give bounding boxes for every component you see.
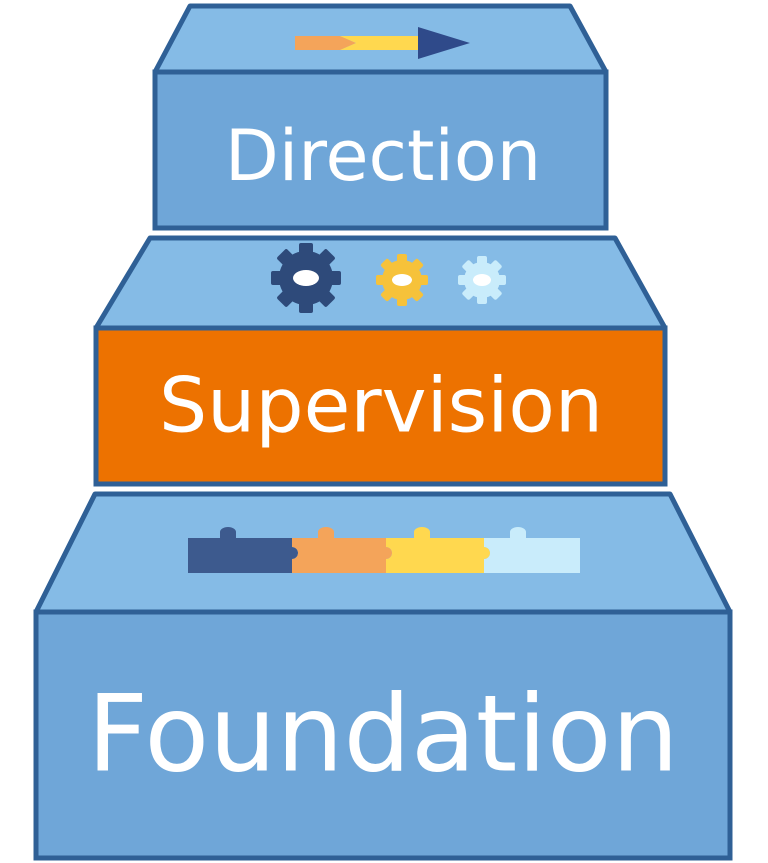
puzzle-piece-orange <box>292 527 392 573</box>
foundation-front-face <box>33 609 733 861</box>
direction-label: Direction <box>225 115 541 197</box>
step-direction: Direction <box>152 3 609 231</box>
gear-light-icon <box>458 256 506 304</box>
arrow-body-yellow <box>340 36 420 50</box>
supervision-label: Supervision <box>159 361 603 450</box>
puzzle-piece-light <box>484 527 580 573</box>
puzzle-pieces-icon <box>188 527 580 573</box>
foundation-label: Foundation <box>87 673 679 796</box>
step-foundation: Foundation <box>33 491 733 861</box>
arrow-tail-orange <box>295 36 356 50</box>
step-supervision: Supervision <box>93 235 668 487</box>
direction-front-face <box>152 69 609 231</box>
gear-yellow-icon <box>376 254 428 306</box>
puzzle-piece-yellow <box>386 527 490 573</box>
arrow-icon <box>295 27 470 59</box>
arrow-head-dark <box>418 27 470 59</box>
supervision-front-face <box>93 325 668 487</box>
puzzle-piece-dark <box>188 527 298 573</box>
gear-dark-icon <box>271 243 341 313</box>
gears-icon <box>271 243 506 313</box>
